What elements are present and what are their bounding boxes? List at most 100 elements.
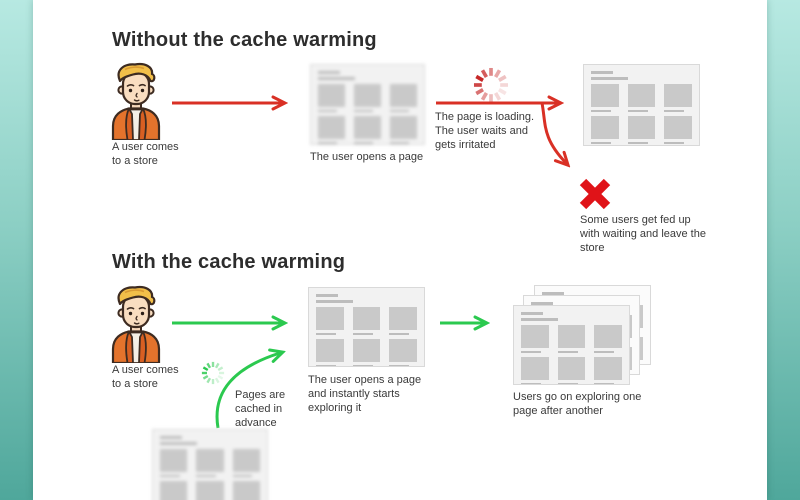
- loading-spinner-icon: [473, 67, 509, 103]
- caption-open-page-1: The user opens a page: [310, 151, 424, 163]
- arrow-cache-to-page-green: [215, 340, 300, 429]
- page-wireframe-instant: [308, 287, 425, 367]
- user-avatar-icon: [111, 62, 161, 140]
- wireframe-header-line: [318, 77, 355, 80]
- wireframe-image-placeholder: [627, 116, 656, 139]
- wireframe-item: [390, 84, 417, 112]
- caption-user-comes-2: A user comes to a store: [112, 364, 179, 390]
- wireframe-image-placeholder: [591, 116, 619, 139]
- wireframe-text-placeholder: [521, 351, 541, 353]
- wireframe-item: [521, 325, 549, 353]
- wireframe-image-placeholder: [521, 357, 549, 380]
- wireframe-grid: [591, 84, 692, 144]
- wireframe-item: [354, 116, 381, 144]
- wireframe-image-placeholder: [594, 357, 622, 380]
- wireframe-header-line: [531, 302, 553, 305]
- wireframe-image-placeholder: [390, 84, 417, 107]
- wireframe-image-placeholder: [354, 116, 381, 139]
- wireframe-text-placeholder: [389, 333, 410, 335]
- wireframe-header-line: [160, 436, 182, 439]
- wireframe-item: [594, 357, 622, 384]
- section-title-without: Without the cache warming: [112, 29, 377, 51]
- wireframe-item: [232, 481, 260, 500]
- wireframe-image-placeholder: [664, 116, 692, 139]
- wireframe-item: [390, 116, 417, 144]
- wireframe-item: [352, 339, 381, 366]
- wireframe-image-placeholder: [160, 449, 188, 472]
- wireframe-item: [318, 116, 345, 144]
- wireframe-item: [352, 307, 381, 335]
- wireframe-item: [627, 116, 656, 144]
- caption-users-explore: Users go on exploring one page after ano…: [513, 391, 642, 417]
- wireframe-item: [389, 307, 417, 335]
- arrow-user-to-page-red: [172, 92, 300, 114]
- wireframe-item: [591, 84, 619, 112]
- wireframe-text-placeholder: [664, 142, 685, 144]
- wireframe-header-line: [521, 312, 543, 315]
- wireframe-image-placeholder: [557, 325, 586, 348]
- wireframe-text-placeholder: [316, 365, 336, 366]
- wireframe-image-placeholder: [160, 481, 188, 500]
- wireframe-text-placeholder: [627, 110, 648, 112]
- wireframe-text-placeholder: [389, 365, 410, 366]
- wireframe-item: [316, 307, 344, 335]
- wireframe-header-line: [591, 77, 628, 80]
- wireframe-image-placeholder: [196, 481, 224, 500]
- wireframe-item: [160, 481, 188, 500]
- wireframe-item: [557, 325, 586, 353]
- wireframe-grid: [160, 449, 260, 500]
- wireframe-grid: [316, 307, 417, 366]
- caption-page-loading: The page is loading. The user waits and …: [435, 111, 535, 151]
- wireframe-item: [664, 84, 692, 112]
- caption-user-comes-1: A user comes to a store: [112, 141, 179, 167]
- wireframe-image-placeholder: [352, 307, 381, 330]
- wireframe-text-placeholder: [591, 110, 611, 112]
- wireframe-header-line: [316, 294, 338, 297]
- wireframe-image-placeholder: [389, 307, 417, 330]
- wireframe-text-placeholder: [352, 333, 373, 335]
- wireframe-text-placeholder: [557, 351, 578, 353]
- wireframe-header-line: [318, 71, 340, 74]
- wireframe-text-placeholder: [627, 142, 648, 144]
- wireframe-text-placeholder: [316, 333, 336, 335]
- wireframe-image-placeholder: [352, 339, 381, 362]
- page-stack: [513, 285, 653, 387]
- wireframe-image-placeholder: [591, 84, 619, 107]
- wireframe-text-placeholder: [594, 351, 615, 353]
- wireframe-item: [521, 357, 549, 384]
- wireframe-image-placeholder: [627, 84, 656, 107]
- wireframe-item: [594, 325, 622, 353]
- fail-x-icon: [579, 178, 611, 210]
- wireframe-text-placeholder: [557, 383, 578, 384]
- arrow-loading-branch-red: [436, 92, 602, 187]
- wireframe-text-placeholder: [196, 475, 216, 477]
- wireframe-grid: [521, 325, 622, 384]
- wireframe-text-placeholder: [354, 142, 374, 144]
- page-wireframe-stack-front: [513, 305, 630, 385]
- wireframe-item: [316, 339, 344, 366]
- wireframe-text-placeholder: [521, 383, 541, 384]
- wireframe-image-placeholder: [664, 84, 692, 107]
- wireframe-item: [627, 84, 656, 112]
- wireframe-image-placeholder: [318, 84, 345, 107]
- wireframe-text-placeholder: [352, 365, 373, 366]
- wireframe-item: [196, 481, 224, 500]
- wireframe-image-placeholder: [318, 116, 345, 139]
- wireframe-image-placeholder: [316, 307, 344, 330]
- wireframe-image-placeholder: [390, 116, 417, 139]
- wireframe-image-placeholder: [232, 481, 260, 500]
- wireframe-grid: [318, 84, 417, 144]
- wireframe-item: [232, 449, 260, 477]
- wireframe-item: [664, 116, 692, 144]
- wireframe-header-line: [521, 318, 558, 321]
- caption-pages-cached: Pages are cached in advance: [235, 389, 286, 429]
- wireframe-image-placeholder: [557, 357, 586, 380]
- wireframe-header-line: [542, 292, 564, 295]
- wireframe-item: [354, 84, 381, 112]
- page-wireframe-loading: [310, 64, 425, 145]
- section-title-with: With the cache warming: [112, 251, 346, 273]
- page-wireframe-loaded: [583, 64, 700, 146]
- wireframe-image-placeholder: [389, 339, 417, 362]
- wireframe-text-placeholder: [664, 110, 685, 112]
